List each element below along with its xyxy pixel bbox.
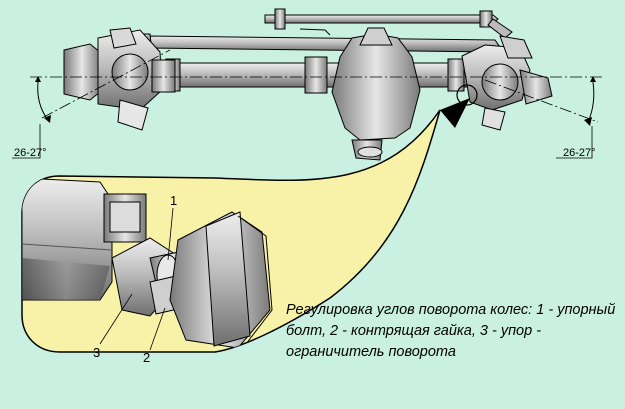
differential-housing bbox=[331, 27, 421, 161]
callout-3: 3 bbox=[93, 293, 133, 360]
zoom-pointer bbox=[440, 98, 470, 128]
axis-lines bbox=[30, 49, 605, 123]
axle-beam bbox=[149, 56, 471, 94]
figure-caption: Регулировка углов поворота колес: 1 - уп… bbox=[286, 302, 616, 360]
callout-2: 2 bbox=[143, 307, 166, 365]
detail-locator-circle bbox=[456, 84, 478, 106]
angle-right-label: 26-27° bbox=[563, 147, 596, 159]
right-knuckle bbox=[461, 35, 553, 131]
left-knuckle bbox=[63, 27, 176, 131]
callout-1: 1 bbox=[167, 193, 177, 261]
angle-right: 26-27° bbox=[556, 76, 596, 159]
detail-drawing bbox=[22, 177, 273, 349]
angle-left: 26-27° bbox=[12, 76, 51, 159]
angle-left-label: 26-27° bbox=[14, 147, 47, 159]
callout-1-number: 1 bbox=[170, 193, 177, 208]
callout-2-number: 2 bbox=[143, 350, 150, 365]
tie-rod bbox=[264, 8, 513, 39]
track-rod bbox=[137, 28, 501, 53]
callout-3-number: 3 bbox=[93, 345, 100, 360]
